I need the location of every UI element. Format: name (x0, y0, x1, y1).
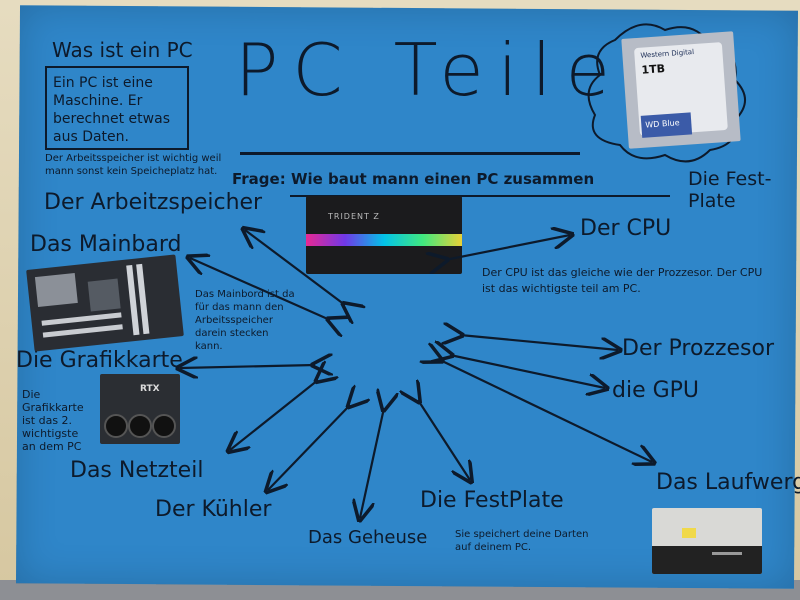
arrow-gpu (450, 355, 605, 388)
arrow-arbeitsspeicher (245, 230, 345, 305)
what-is-pc-box: Ein PC ist eine Maschine. Er berechnet e… (45, 66, 189, 150)
arrow-kuehler (268, 405, 350, 490)
question-underline (290, 195, 670, 197)
dvd-drive-photo (652, 508, 762, 574)
question-text: Frage: Wie baut mann einen PC zusammen (232, 170, 595, 188)
label-kuehler: Der Kühler (155, 497, 272, 522)
label-arbeitsspeicher: Der Arbeitzspeicher (44, 190, 263, 215)
note-festplatte: Sie speichert deine Darten auf deinem PC… (455, 529, 589, 553)
label-cpu: Der CPU (580, 216, 672, 241)
arrow-prozessor (460, 335, 618, 350)
title-underline (240, 152, 580, 155)
arrow-gehaeuse (360, 408, 384, 518)
label-gehaeuse: Das Geheuse (308, 527, 428, 548)
note-grafikkarte: Die Grafikkarte ist das 2. wichtigste an… (22, 388, 84, 453)
label-laufwerk: Das Laufwerg (656, 470, 800, 495)
label-festplatte-bottom: Die FestPlate (420, 488, 564, 513)
label-netzteil: Das Netzteil (70, 458, 204, 483)
arrow-grafikkarte (180, 365, 315, 368)
ram-brand: TRIDENT Z (328, 212, 380, 221)
arrow-mainboard (190, 258, 330, 320)
poster-title: PC Teile (235, 28, 624, 112)
arrow-festplatte (418, 400, 470, 480)
label-mainboard: Das Mainbard (30, 232, 182, 257)
label-festplatte-top: Die Fest-Plate (688, 168, 772, 212)
arrow-cpu (445, 235, 570, 260)
arrow-netzteil (230, 380, 318, 450)
what-is-pc-text: Ein PC ist eine Maschine. Er berechnet e… (53, 75, 170, 145)
what-is-pc-heading: Was ist ein PC (52, 38, 193, 62)
gpu-photo: RTX (100, 374, 180, 444)
gpu-brand: RTX (140, 384, 160, 394)
arbeitsspeicher-note: Der Arbeitsspeicher ist wichtig weil man… (45, 153, 222, 177)
label-grafikkarte: Die Grafikkarte (16, 348, 183, 373)
